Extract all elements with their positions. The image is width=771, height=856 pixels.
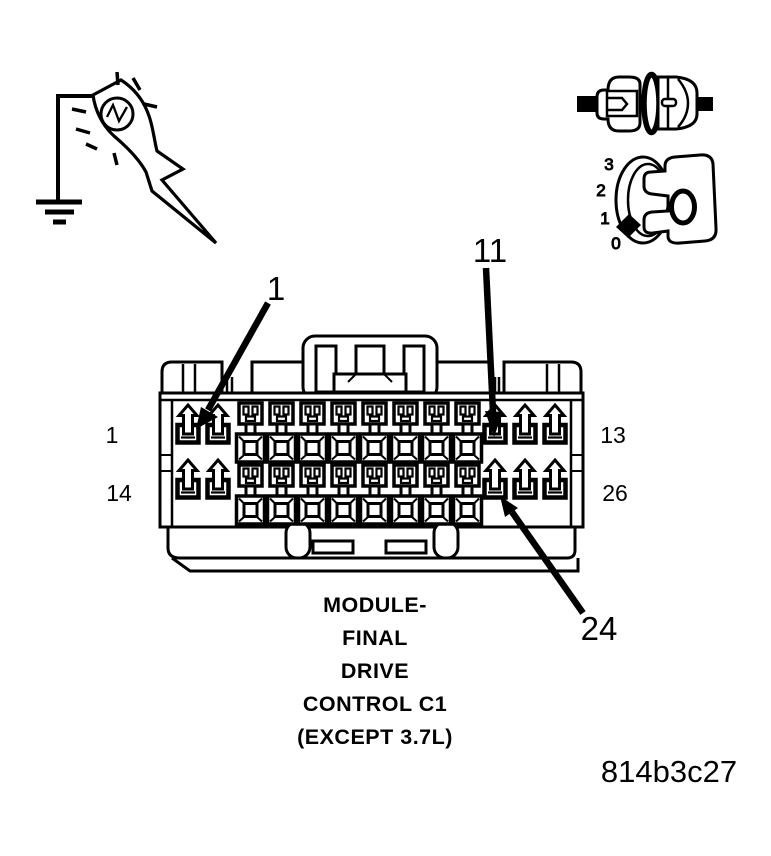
disconnect-connector-icon [577,71,713,136]
key-position-3: 3 [604,155,613,174]
pin-terminal [265,463,298,526]
key-position-0: 0 [611,234,620,253]
callout-arrowhead [196,407,218,429]
pin-terminal [296,401,329,464]
callout-label-1: 1 [267,270,285,307]
pin-terminal [389,401,422,464]
key-position-1: 1 [600,209,609,228]
pin-terminal [234,401,267,464]
pin-label-row1-left: 1 [106,422,119,448]
wire-stub-left [577,96,596,112]
key-position-marker [616,214,641,238]
callout-pin-11: 11 [473,232,507,437]
ignition-key-icon: 3 2 1 0 [596,153,718,254]
pin-terminal [234,463,267,526]
caption-line: (EXCEPT 3.7L) [297,725,453,749]
figure-id: 814b3c27 [601,754,737,789]
pin-terminal [358,401,391,464]
ground-symbol-icon [36,199,82,225]
light-rays [71,71,158,166]
pin-terminal [451,463,484,526]
caption-line: DRIVE [341,659,409,683]
caption-line: CONTROL C1 [303,692,447,716]
pin-terminal [327,401,360,464]
callout-label-24: 24 [581,610,618,647]
pin-terminal [389,463,422,526]
callout-pin-24: 24 [500,496,617,647]
male-connector-half [595,75,642,133]
caption-line: FINAL [342,626,408,650]
key-head [642,153,718,245]
connector-caption: MODULE- FINAL DRIVE CONTROL C1 (EXCEPT 3… [297,593,453,749]
caption-line: MODULE- [323,593,427,617]
pin-terminal [451,401,484,464]
bulb-filament [105,102,128,124]
connector-latch [301,334,439,401]
pin-terminal [420,463,453,526]
key-hole [669,188,697,226]
pin-terminal [265,401,298,464]
test-light-icon [36,71,218,245]
pin-terminal [420,401,453,464]
callout-arrowhead [500,496,518,517]
pin-terminal [327,463,360,526]
wire-stub-right [697,97,713,111]
test-light-wire [56,94,94,201]
callout-arrowhead [485,411,503,437]
index-post [432,520,460,560]
pin-terminal [296,463,329,526]
index-post [284,520,312,560]
key-position-2: 2 [596,181,605,200]
pin-label-row2-left: 14 [106,480,132,506]
pin-label-row2-right: 26 [602,480,628,506]
pin-label-row1-right: 13 [600,422,626,448]
callout-label-11: 11 [473,232,507,269]
callout-pin-1: 1 [196,270,285,429]
pin-terminal [358,463,391,526]
